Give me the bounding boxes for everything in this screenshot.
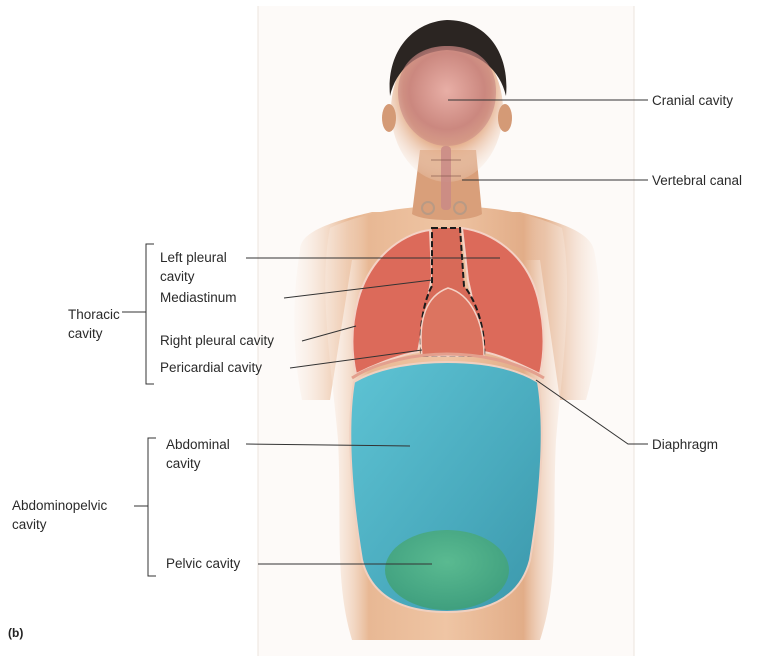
thoracic-cavity-label-line2: cavity [68,325,103,342]
abdominopelvic-cavity-label-line1: Abdominopelvic [12,497,107,514]
pelvic-cavity [385,530,509,610]
vertebral-canal-label: Vertebral canal [652,172,742,189]
panel-label: (b) [8,626,23,640]
left-pleural-cavity-label-line1: Left pleural [160,249,227,266]
brackets [122,244,156,576]
diaphragm-label: Diaphragm [652,436,718,453]
pericardial-cavity-label: Pericardial cavity [160,359,262,376]
left-pleural-cavity-label-line2: cavity [160,268,195,285]
mediastinum-label: Mediastinum [160,289,237,306]
abdominopelvic-cavity-label-line2: cavity [12,516,47,533]
cranial-cavity-label: Cranial cavity [652,92,733,109]
thoracic-bracket [146,244,154,384]
thoracic-cavity-label-line1: Thoracic [68,306,120,323]
vertebral-canal [441,146,451,210]
abdominopelvic-bracket [148,438,156,576]
pelvic-cavity-label: Pelvic cavity [166,555,240,572]
right-pleural-cavity-label: Right pleural cavity [160,332,274,349]
abdominal-cavity-label-line1: Abdominal [166,436,230,453]
abdominal-cavity-label-line2: cavity [166,455,201,472]
